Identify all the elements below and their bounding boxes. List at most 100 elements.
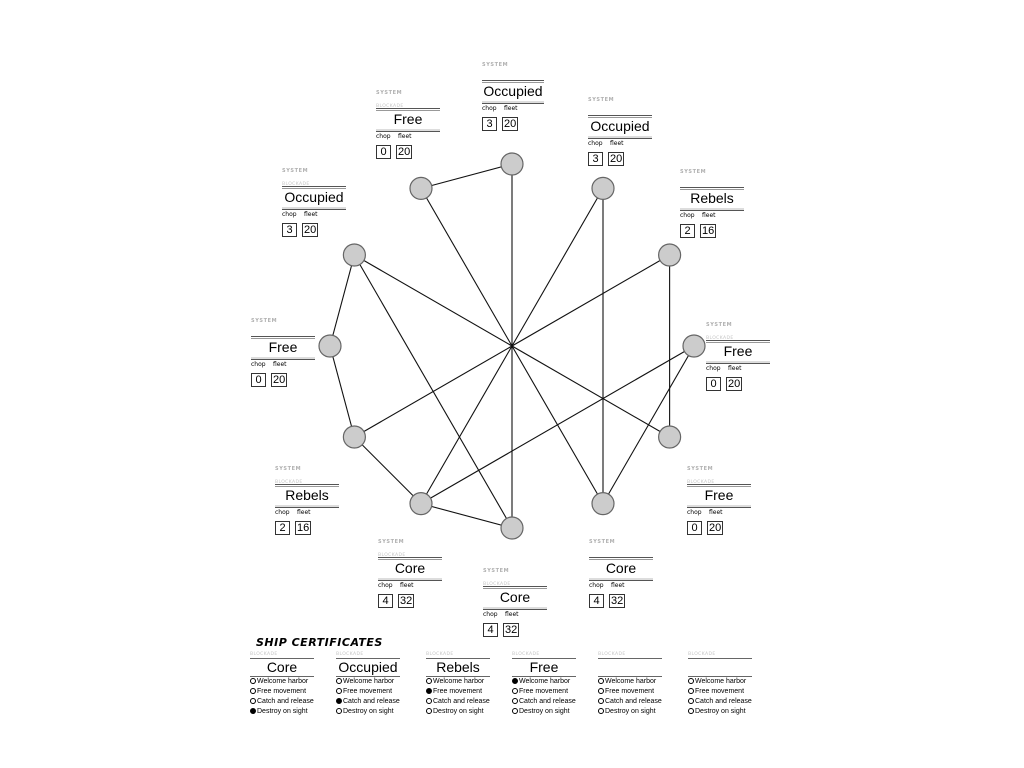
systems <box>318 152 706 540</box>
certificate-option[interactable]: Free movement <box>336 687 400 697</box>
radio-icon[interactable] <box>426 708 432 714</box>
radio-icon[interactable] <box>426 678 432 684</box>
route-line <box>420 163 513 189</box>
fleet-value: 20 <box>502 117 519 131</box>
certificate-option[interactable]: Catch and release <box>598 697 662 707</box>
certificate-option[interactable]: Destroy on sight <box>426 707 490 717</box>
radio-icon[interactable] <box>688 688 694 694</box>
system-node[interactable] <box>591 492 615 516</box>
blockade-label: BLOCKADE <box>688 652 716 657</box>
system-node[interactable] <box>500 516 524 540</box>
certificate-option[interactable]: Destroy on sight <box>512 707 576 717</box>
blockade-label: BLOCKADE <box>706 336 734 341</box>
faction-label: Free <box>376 108 440 132</box>
system-node[interactable] <box>682 334 706 358</box>
radio-icon[interactable] <box>688 678 694 684</box>
blockade-label: BLOCKADE <box>275 480 303 485</box>
certificate-option[interactable]: Welcome harbor <box>598 677 662 687</box>
certificate-option[interactable]: Free movement <box>250 687 314 697</box>
certificate-option[interactable]: Welcome harbor <box>512 677 576 687</box>
fleet-value: 20 <box>271 373 288 387</box>
blockade-label: BLOCKADE <box>250 652 278 657</box>
certificate-option[interactable]: Destroy on sight <box>336 707 400 717</box>
radio-icon[interactable] <box>512 708 518 714</box>
option-label: Catch and release <box>343 698 400 705</box>
radio-icon[interactable] <box>512 698 518 704</box>
certificate-option[interactable]: Free movement <box>512 687 576 697</box>
option-label: Catch and release <box>257 698 314 705</box>
option-label: Welcome harbor <box>519 678 571 685</box>
option-label: Welcome harbor <box>257 678 309 685</box>
certificate-option[interactable]: Free movement <box>426 687 490 697</box>
system-node[interactable] <box>500 152 524 176</box>
certificate-option[interactable]: Free movement <box>598 687 662 697</box>
chop-label: chop <box>376 133 391 140</box>
radio-icon[interactable] <box>336 688 342 694</box>
radio-icon[interactable] <box>688 708 694 714</box>
certificate-option[interactable]: Catch and release <box>336 697 400 707</box>
radio-icon[interactable] <box>426 698 432 704</box>
certificate-option[interactable]: Free movement <box>688 687 752 697</box>
radio-icon[interactable] <box>426 688 432 694</box>
certificate-option[interactable]: Catch and release <box>688 697 752 707</box>
certificate-option[interactable]: Catch and release <box>250 697 314 707</box>
system-node[interactable] <box>658 425 682 449</box>
radio-icon[interactable] <box>250 678 256 684</box>
certificate-option[interactable]: Destroy on sight <box>688 707 752 717</box>
option-label: Free movement <box>605 688 655 695</box>
system-node[interactable] <box>591 176 615 200</box>
chop-value: 2 <box>680 224 695 238</box>
fleet-value: 16 <box>700 224 717 238</box>
option-label: Free movement <box>519 688 569 695</box>
radio-icon[interactable] <box>688 698 694 704</box>
radio-icon[interactable] <box>250 688 256 694</box>
system-label: SYSTEM <box>483 568 510 574</box>
radio-icon[interactable] <box>598 708 604 714</box>
fleet-label: fleet <box>273 361 287 368</box>
radio-icon[interactable] <box>336 678 342 684</box>
fleet-label: fleet <box>611 582 625 589</box>
faction-label: Occupied <box>482 80 544 104</box>
system-node[interactable] <box>409 176 433 200</box>
system-node[interactable] <box>318 334 342 358</box>
route-line <box>353 436 422 505</box>
radio-icon[interactable] <box>598 698 604 704</box>
radio-icon[interactable] <box>336 698 342 704</box>
fleet-label: fleet <box>610 140 624 147</box>
option-label: Free movement <box>343 688 393 695</box>
faction-label: Core <box>378 557 442 581</box>
faction-label: Rebels <box>275 484 339 508</box>
certificate-option[interactable]: Catch and release <box>512 697 576 707</box>
certificate-option[interactable]: Welcome harbor <box>336 677 400 687</box>
system-node[interactable] <box>342 425 366 449</box>
radio-icon[interactable] <box>598 678 604 684</box>
system-node[interactable] <box>409 492 433 516</box>
certificate-option[interactable]: Catch and release <box>426 697 490 707</box>
fleet-label: fleet <box>728 365 742 372</box>
certificate-option[interactable]: Welcome harbor <box>250 677 314 687</box>
radio-icon[interactable] <box>598 688 604 694</box>
radio-icon[interactable] <box>250 698 256 704</box>
blockade-label: BLOCKADE <box>512 652 540 657</box>
system-node[interactable] <box>658 243 682 267</box>
system-node[interactable] <box>342 243 366 267</box>
chop-label: chop <box>275 509 290 516</box>
certificate-option[interactable]: Destroy on sight <box>598 707 662 717</box>
radio-icon[interactable] <box>336 708 342 714</box>
system-label: SYSTEM <box>588 97 615 103</box>
radio-icon[interactable] <box>250 708 256 714</box>
route-line <box>420 503 513 529</box>
fleet-label: fleet <box>702 212 716 219</box>
routes <box>329 163 695 529</box>
route-line <box>329 254 355 347</box>
certificate-option[interactable]: Destroy on sight <box>250 707 314 717</box>
radio-icon[interactable] <box>512 678 518 684</box>
fleet-value: 20 <box>726 377 743 391</box>
certificate-option[interactable]: Welcome harbor <box>426 677 490 687</box>
radio-icon[interactable] <box>512 688 518 694</box>
certificate-option[interactable]: Welcome harbor <box>688 677 752 687</box>
